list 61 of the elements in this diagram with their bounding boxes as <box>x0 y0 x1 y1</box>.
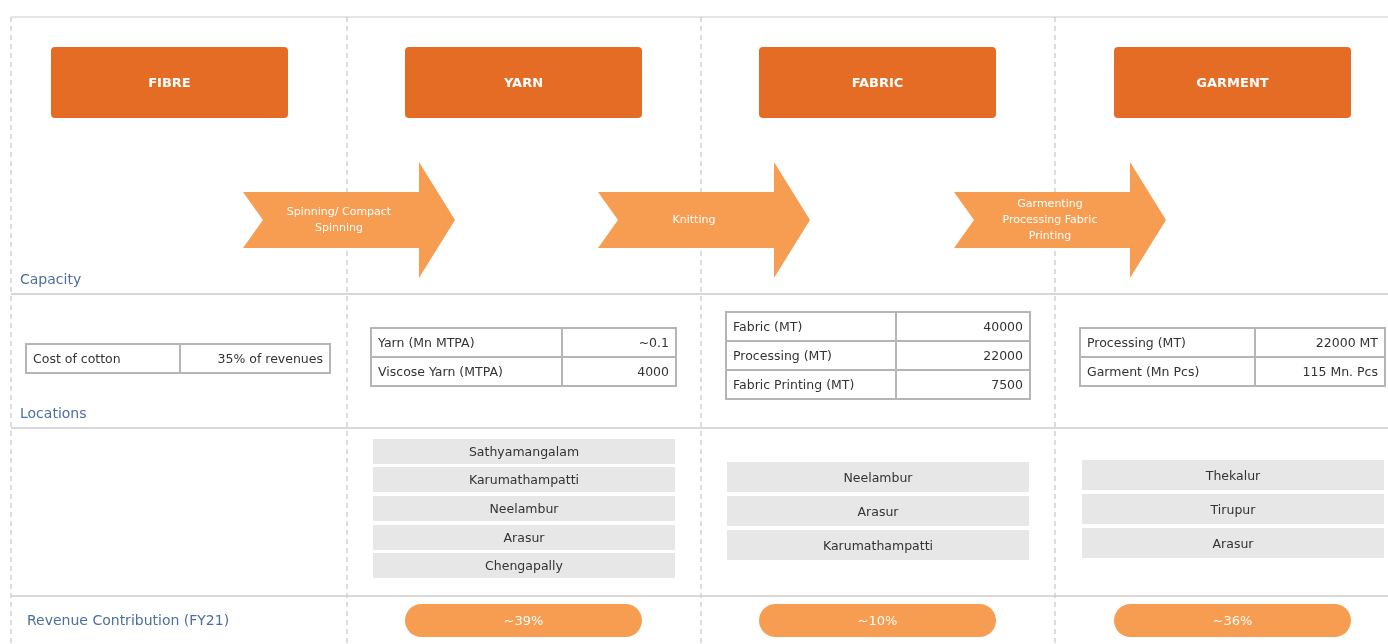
process-label: Garmenting Processing Fabric Printing <box>1001 196 1099 244</box>
location-name: Thekalur <box>1205 467 1261 483</box>
process-arrow <box>954 162 1166 278</box>
stage-label: YARN <box>503 75 544 90</box>
revenue-pill <box>759 604 996 637</box>
table-cell: 7500 <box>896 370 1030 399</box>
table-cell: Fabric (MT) <box>726 312 896 341</box>
stage-label: FABRIC <box>851 75 904 90</box>
process-arrow <box>598 162 810 278</box>
table-cell: 115 Mn. Pcs <box>1255 357 1385 386</box>
revenue-pill <box>1114 604 1351 637</box>
table-cell: 40000 <box>896 312 1030 341</box>
revenue-value: ~10% <box>857 613 898 628</box>
revenue-value: ~39% <box>503 613 544 628</box>
process-label: Knitting <box>672 212 716 228</box>
location-bar <box>373 496 675 521</box>
location-name: Sathyamangalam <box>468 444 580 459</box>
table-cell: Viscose Yarn (MTPA) <box>371 357 562 386</box>
process-label: Spinning/ Compact Spinning <box>285 204 393 236</box>
table-cell: 22000 MT <box>1255 328 1385 357</box>
row-heading: Revenue Contribution (FY21) <box>27 612 230 628</box>
location-bar <box>727 496 1029 526</box>
stage-box <box>405 47 642 118</box>
table-cell: Cost of cotton <box>26 344 180 373</box>
table-cell: Fabric Printing (MT) <box>726 370 896 399</box>
location-bar <box>373 467 675 492</box>
location-bar <box>1082 460 1384 490</box>
table-cell: Garment (Mn Pcs) <box>1080 357 1255 386</box>
row-heading: Capacity <box>20 271 82 287</box>
location-name: Arasur <box>503 530 545 545</box>
location-bar <box>373 439 675 464</box>
table-cell: ~0.1 <box>562 328 676 357</box>
table-cell: 4000 <box>562 357 676 386</box>
location-name: Neelambur <box>843 469 913 485</box>
stage-box <box>1114 47 1351 118</box>
location-name: Tirupur <box>1210 501 1256 517</box>
location-name: Karumathampatti <box>822 537 934 553</box>
location-bar <box>373 525 675 550</box>
location-name: Arasur <box>857 503 899 519</box>
location-name: Chengapally <box>485 558 563 573</box>
stage-label: FIBRE <box>148 75 191 90</box>
location-bar <box>1082 528 1384 558</box>
table-cell: Processing (MT) <box>1080 328 1255 357</box>
row-heading: Locations <box>20 405 87 421</box>
stage-label: GARMENT <box>1196 75 1269 90</box>
stage-box <box>51 47 288 118</box>
revenue-pill <box>405 604 642 637</box>
process-arrow <box>243 162 455 278</box>
location-bar <box>727 530 1029 560</box>
table-cell: Yarn (Mn MTPA) <box>371 328 562 357</box>
stage-box <box>759 47 996 118</box>
table-cell: 22000 <box>896 341 1030 370</box>
location-name: Karumathampatti <box>468 472 580 487</box>
table-cell: Processing (MT) <box>726 341 896 370</box>
table-cell: 35% of revenues <box>180 344 330 373</box>
location-name: Neelambur <box>489 501 559 516</box>
location-bar <box>727 462 1029 492</box>
location-name: Arasur <box>1212 535 1254 551</box>
location-bar <box>1082 494 1384 524</box>
revenue-value: ~36% <box>1212 613 1253 628</box>
location-bar <box>373 553 675 578</box>
